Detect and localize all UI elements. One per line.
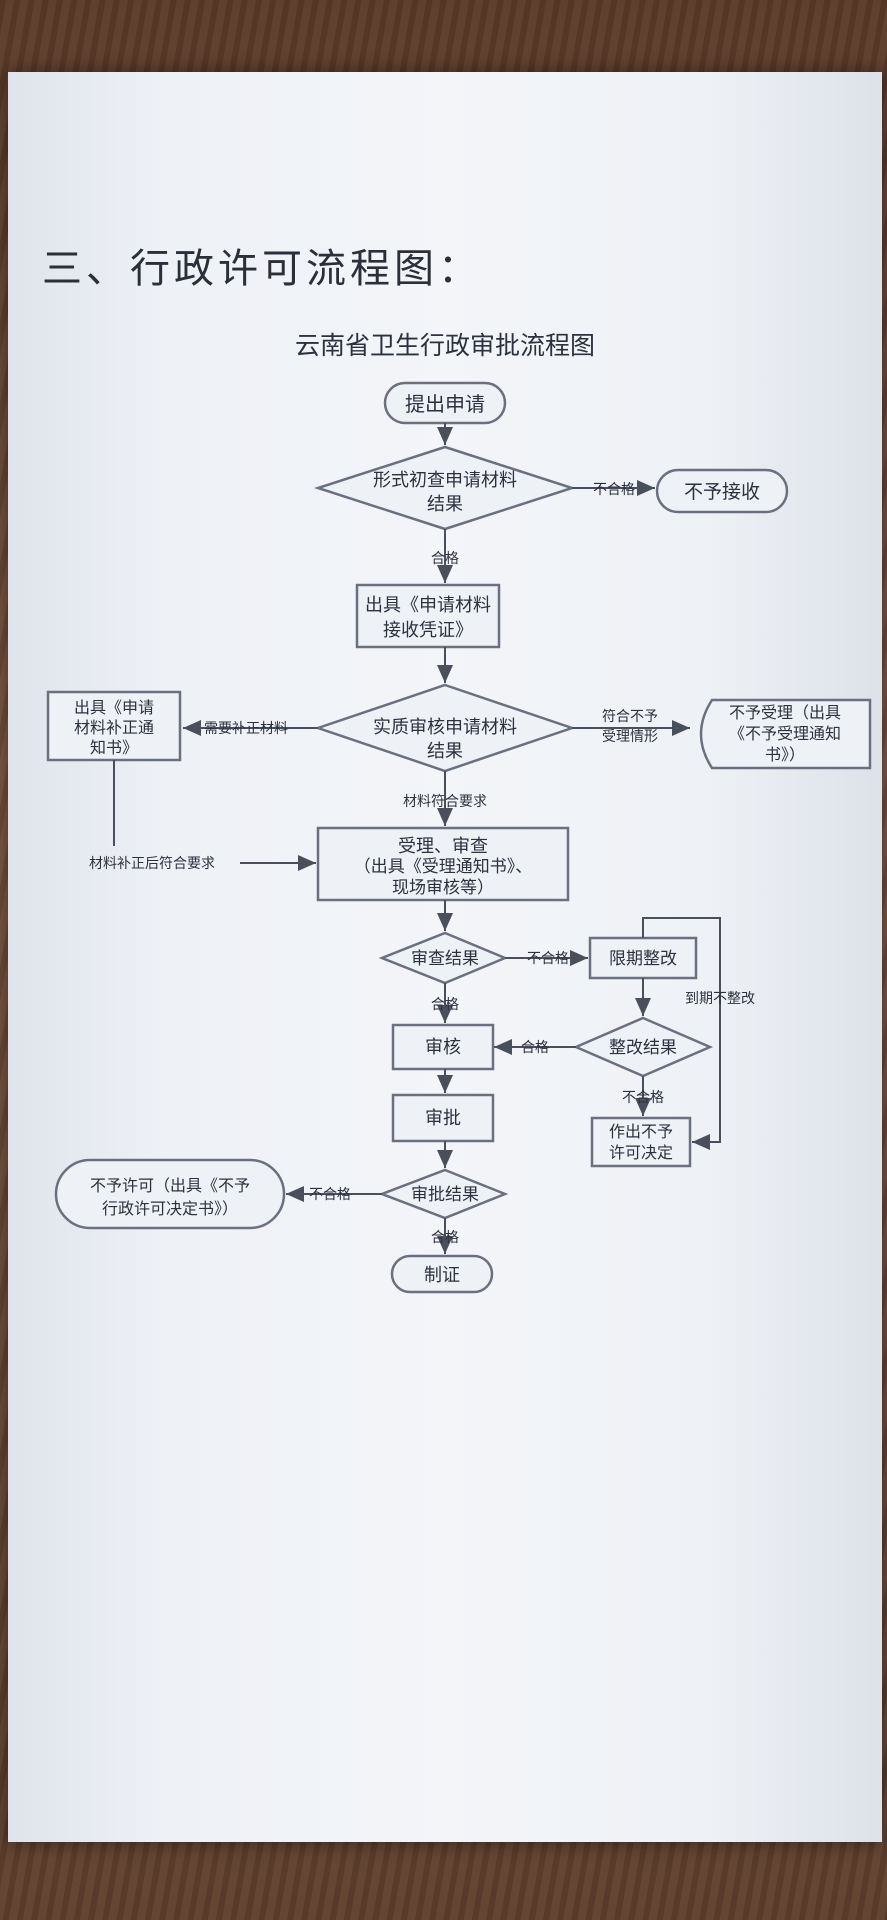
edge-label-result-fail: 不合格: [527, 951, 569, 967]
edge-label-rectresult-pass: 合格: [521, 1040, 549, 1056]
nopermit-label-1: 作出不予: [609, 1122, 673, 1141]
nopermit-label-2: 许可决定: [609, 1143, 673, 1162]
verify-label: 审核: [425, 1037, 461, 1058]
notaccept-node: [699, 698, 872, 770]
edge-label-result-pass: 合格: [431, 997, 459, 1013]
issue-node: [390, 1254, 494, 1294]
edge-label-meet-2: 受理情形: [602, 729, 658, 745]
edge-label-need-supp: 需要补正材料: [204, 721, 288, 737]
issue-label: 制证: [424, 1265, 460, 1286]
rectresult-label: 整改结果: [609, 1038, 677, 1058]
edge-label-ok: 材料符合要求: [403, 794, 487, 810]
review-label-2: 结果: [427, 741, 463, 762]
edge-label-rectresult-fail: 不合格: [622, 1090, 664, 1106]
notaccept-label-2: 《不予受理通知: [729, 724, 841, 743]
deny-label-2: 行政许可决定书》）: [102, 1199, 238, 1218]
edge-label-after-supp: 材料补正后符合要求: [89, 856, 215, 872]
notaccept-label-3: 书》）: [765, 745, 805, 764]
check1-label-1: 形式初查申请材料: [373, 470, 517, 491]
diagram-title: 云南省卫生行政审批流程图: [295, 331, 595, 360]
verify-node: [391, 1023, 495, 1071]
result-label: 审查结果: [411, 949, 479, 969]
accept-label-1: 受理、审查: [398, 836, 488, 857]
review-label-1: 实质审核申请材料: [373, 717, 517, 738]
supplement-label-2: 材料补正通: [74, 718, 154, 737]
supplement-node: [46, 690, 182, 762]
receipt-node: [355, 583, 501, 649]
edge-label-approve-pass: 合格: [431, 1230, 459, 1246]
edge-label-check1-fail: 不合格: [593, 482, 635, 498]
edge-label-overdue: 到期不整改: [685, 991, 755, 1007]
edge-label-check1-pass: 合格: [431, 551, 459, 567]
approveresult-label: 审批结果: [411, 1185, 479, 1205]
rectify-label: 限期整改: [609, 949, 677, 969]
receipt-label-1: 出具《申请材料: [365, 595, 491, 616]
notaccept-label-1: 不予受理（出具: [729, 703, 841, 722]
nopermit-node: [590, 1116, 692, 1168]
accept-label-3: 现场审核等）: [392, 878, 494, 898]
receipt-label-2: 接收凭证》: [383, 620, 473, 641]
edge-label-meet-1: 符合不予: [602, 709, 658, 725]
supplement-label-1: 出具《申请: [74, 698, 154, 717]
approve-label: 审批: [425, 1108, 461, 1129]
deny-node: [54, 1158, 286, 1230]
rectify-node: [588, 936, 698, 980]
reject1-label: 不予接收: [684, 481, 760, 503]
approve-node: [391, 1093, 495, 1143]
check1-label-2: 结果: [427, 494, 463, 515]
edge-label-approve-fail: 不合格: [309, 1187, 351, 1203]
edge-overdue-loop: [642, 917, 721, 1150]
supplement-label-3: 知书》: [90, 738, 138, 757]
deny-label-1: 不予许可（出具《不予: [90, 1176, 250, 1195]
start-label: 提出申请: [405, 392, 485, 416]
reject1-node: [655, 468, 789, 514]
accept-label-2: （出具《受理通知书》、: [354, 857, 533, 877]
accept-node: [316, 826, 570, 902]
section-heading: 三、行政许可流程图：: [42, 246, 482, 292]
